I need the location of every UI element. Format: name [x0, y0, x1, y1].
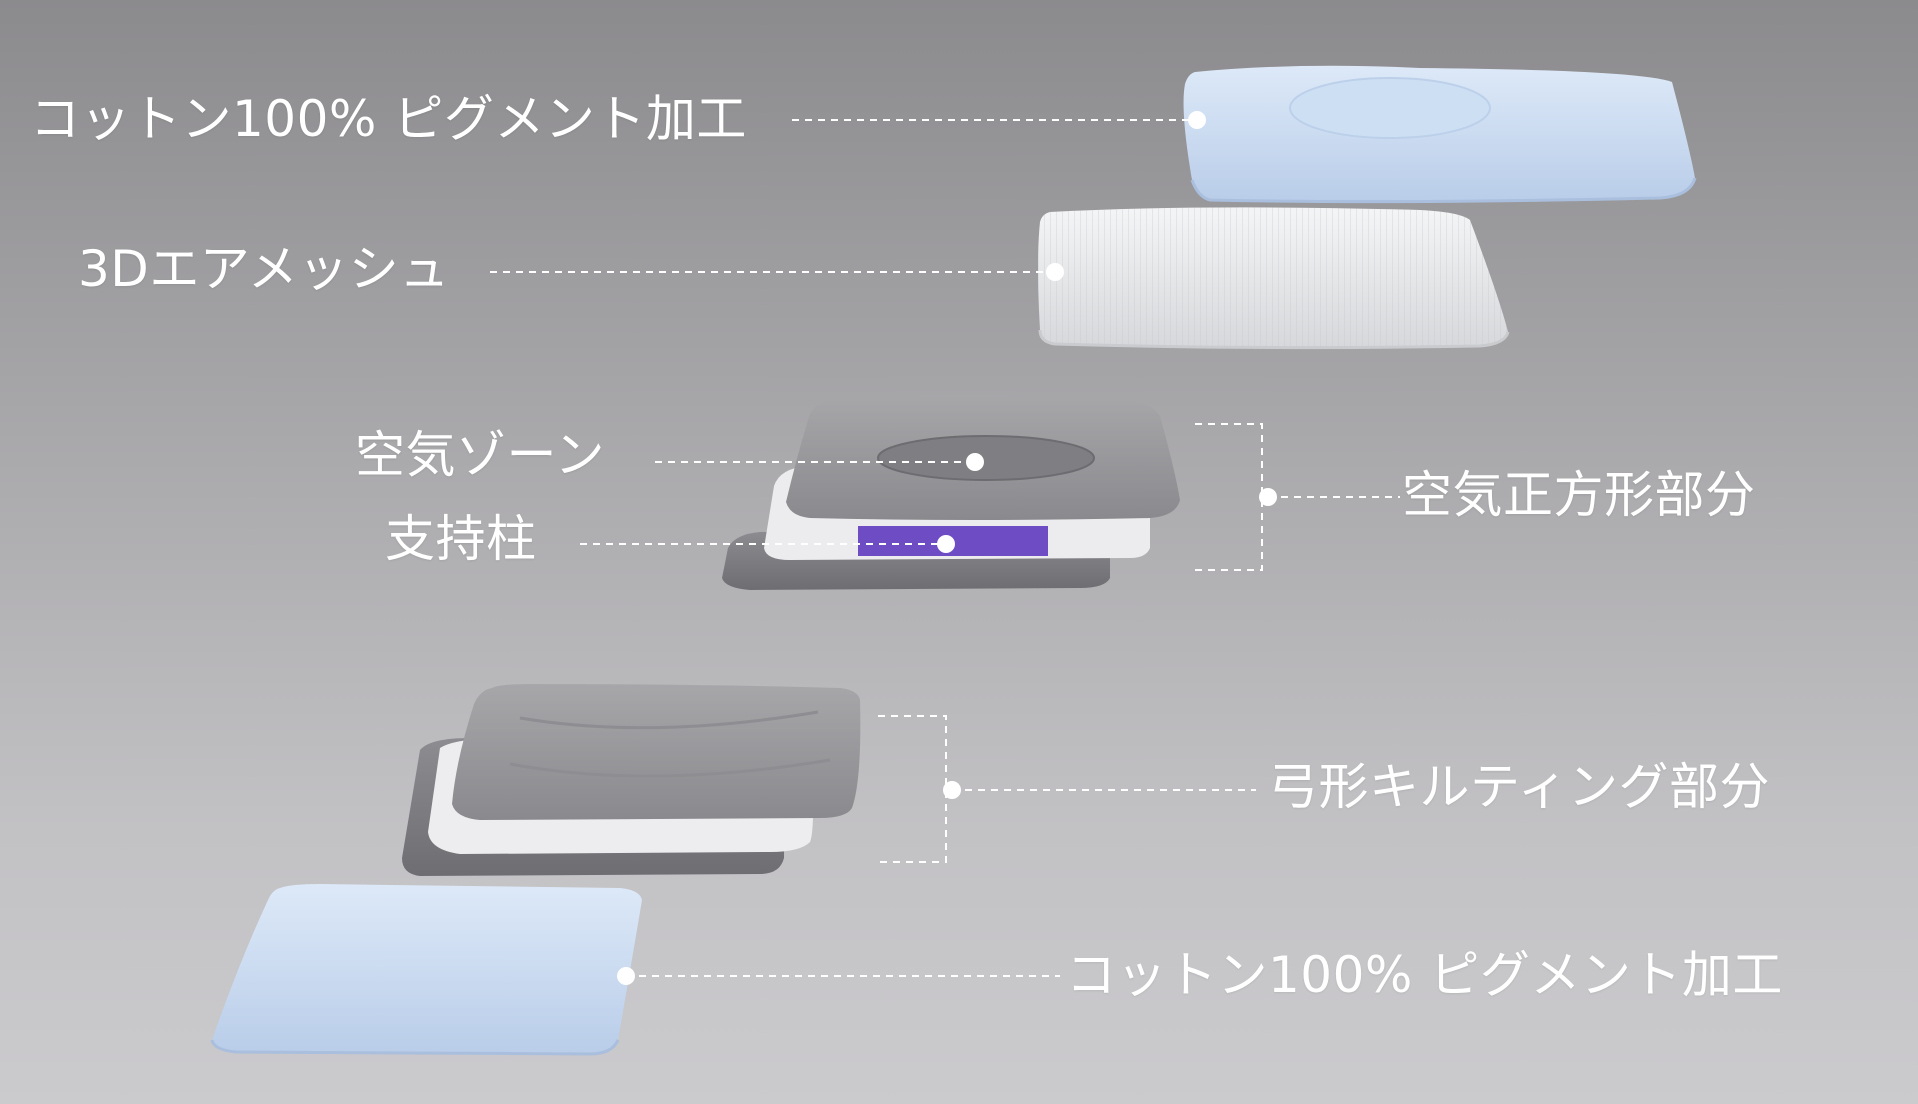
callout-dot-arc-quilting — [943, 781, 961, 799]
callout-label-bottom-cover: コットン100% ピグメント加工 — [1066, 946, 1783, 1004]
callout-label-air-mesh: 3Dエアメッシュ — [78, 240, 450, 298]
callout-dot-support-pillar — [937, 535, 955, 553]
leader-bracket-air-square — [1195, 423, 1400, 571]
callout-label-air-zone: 空気ゾーン — [355, 426, 605, 484]
top-cotton-cover-layer — [1183, 65, 1697, 204]
arc-quilting-section-layer — [402, 684, 861, 876]
callout-label-arc-quilting: 弓形キルティング部分 — [1268, 758, 1770, 816]
air-square-section-layer — [722, 395, 1180, 590]
callout-dot-air-zone — [966, 453, 984, 471]
callout-label-support-pillar: 支持柱 — [385, 510, 537, 568]
callout-dot-top-cover — [1188, 111, 1206, 129]
callout-dot-air-square — [1259, 488, 1277, 506]
air-mesh-layer — [1038, 207, 1510, 350]
callout-label-air-square: 空気正方形部分 — [1402, 466, 1756, 524]
callout-label-top-cover: コットン100% ピグメント加工 — [30, 90, 747, 148]
bottom-cotton-cover-layer — [210, 884, 642, 1056]
callout-dot-air-mesh — [1046, 263, 1064, 281]
callout-dot-bottom-cover — [617, 967, 635, 985]
leader-bracket-arc-quilting — [878, 715, 1256, 863]
